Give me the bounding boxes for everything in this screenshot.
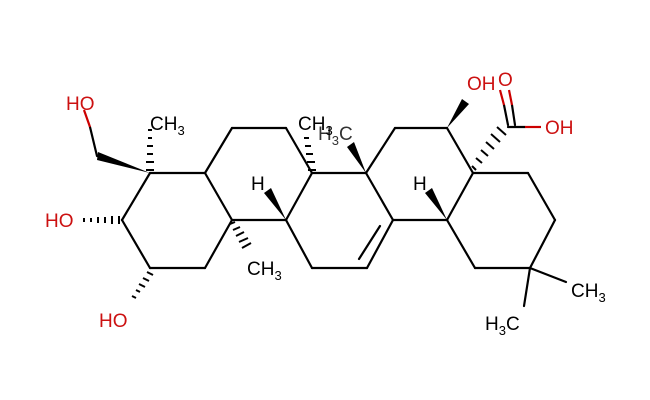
label-ho-ch2: HO xyxy=(66,94,95,115)
bonds xyxy=(82,89,568,308)
label-oh-c16: OH xyxy=(467,74,496,95)
label-h-c18: H xyxy=(413,174,427,195)
label-ch3-c4: CH3 xyxy=(150,114,185,138)
label-ch3-c20a: CH3 xyxy=(571,281,606,305)
label-ho-c3: HO xyxy=(45,211,74,232)
label-ch3-c10: CH3 xyxy=(247,259,282,283)
label-h3c-c14: H3C xyxy=(318,124,353,148)
label-h-c9: H xyxy=(251,174,265,195)
label-ch3-c8: CH3 xyxy=(298,114,333,138)
label-h3c-c20b: H3C xyxy=(485,314,520,338)
label-o-carbonyl: O xyxy=(498,70,513,91)
atom-labels: HO CH3 HO HO CH3 H CH3 H3C H OH O OH CH3… xyxy=(45,70,606,338)
label-ho-c2: HO xyxy=(99,311,128,332)
label-oh-acid: OH xyxy=(545,118,574,139)
hashed-bonds xyxy=(83,126,507,299)
